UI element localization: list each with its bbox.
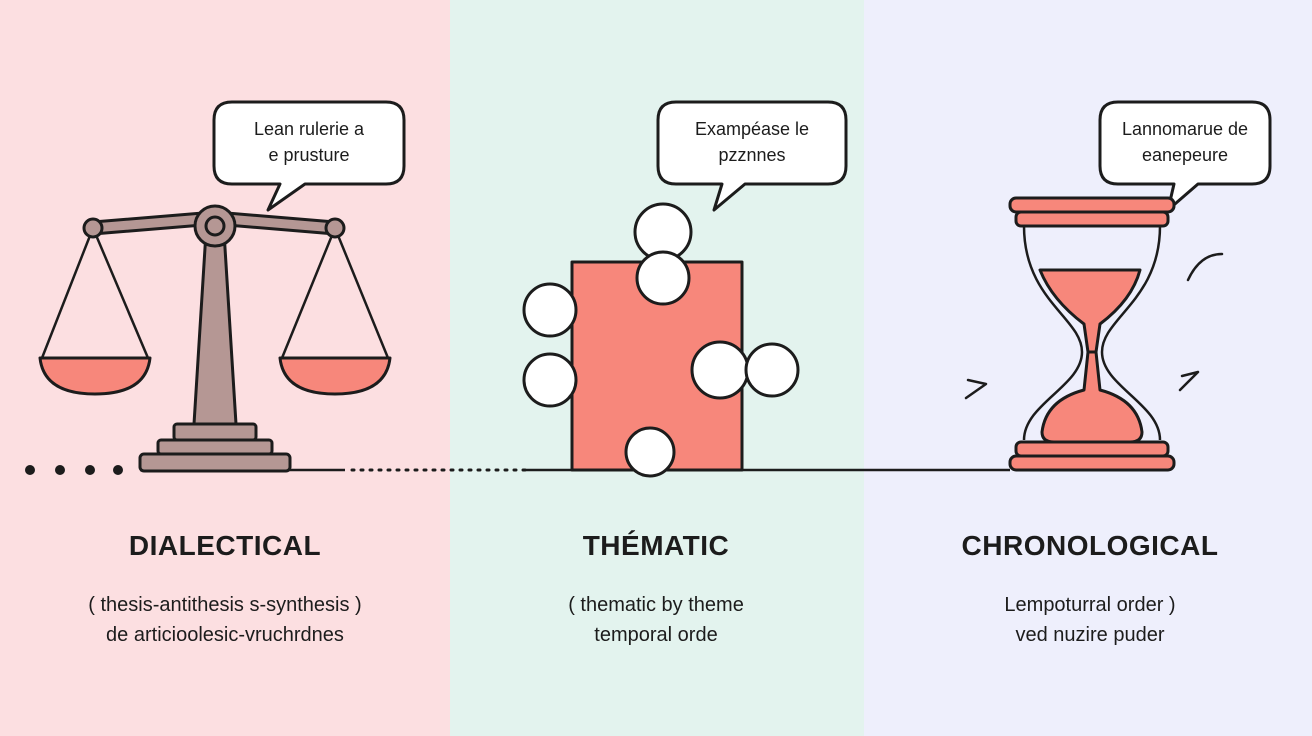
timeline-dot [25, 465, 35, 475]
speech-bubble-thematic [656, 100, 848, 212]
bubble-text-chronological: Lannomarue de eanepeure [1100, 116, 1270, 168]
bubble-line: Exampéase le [694, 119, 810, 139]
section-description-dialectical: ( thesis-antithesis s-synthesis ) de art… [10, 590, 440, 650]
description-line: de articioolesic-vruchrdnes [106, 624, 344, 646]
description-line: ved nuzire puder [1015, 624, 1165, 646]
bubble-line: e prusture [268, 145, 350, 165]
hourglass-icon [964, 196, 1224, 472]
timeline-dot [55, 465, 65, 475]
bubble-line: pzznnes [718, 145, 786, 165]
bubble-line: Lannomarue de [1121, 119, 1249, 139]
puzzle-piece-icon [522, 202, 800, 478]
description-line: ( thesis-antithesis s-synthesis ) [88, 594, 362, 616]
bubble-line: Lean rulerie a [253, 119, 365, 139]
section-title-dialectical: DIALECTICAL [128, 530, 322, 561]
section-title-thematic: THÉMATIC [582, 530, 730, 561]
section-description-thematic: ( thematic by theme temporal orde [456, 590, 856, 650]
timeline-dot [85, 465, 95, 475]
timeline-dot [113, 465, 123, 475]
bubble-text-thematic: Exampéase le pzznnes [658, 116, 846, 168]
balance-scale-icon [38, 204, 392, 473]
speech-bubble-dialectical [212, 100, 406, 212]
section-title-chronological: CHRONOLOGICAL [961, 530, 1219, 561]
section-description-chronological: Lempoturral order ) ved nuzire puder [890, 590, 1290, 650]
description-line: temporal orde [594, 624, 718, 646]
bubble-text-dialectical: Lean rulerie a e prusture [214, 116, 404, 168]
description-line: Lempoturral order ) [1004, 594, 1176, 616]
description-line: ( thematic by theme [568, 594, 744, 616]
speech-bubble-chronological [1098, 100, 1272, 212]
bubble-line: eanepeure [1141, 145, 1229, 165]
